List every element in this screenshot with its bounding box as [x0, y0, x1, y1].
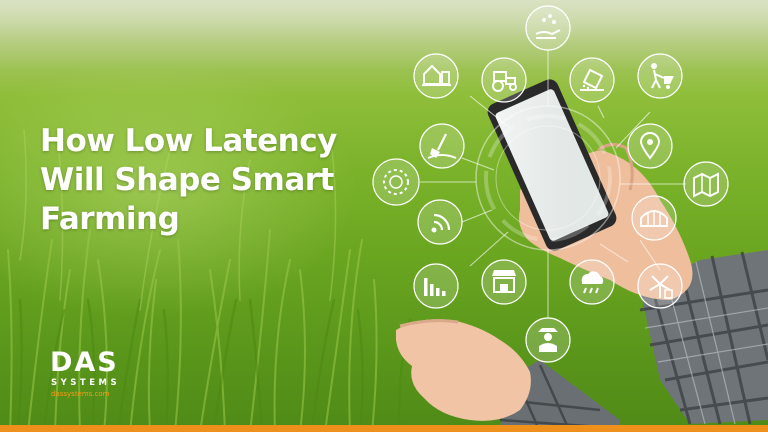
- connector-lines: [420, 50, 686, 318]
- tractor-icon: [481, 57, 527, 103]
- greenhouse-icon: [631, 195, 677, 241]
- windmill-icon: [637, 263, 683, 309]
- map-pin-icon: [627, 123, 673, 169]
- field-map-icon: [683, 161, 729, 207]
- headline-line-2: Will Shape Smart: [40, 162, 334, 198]
- farmer-wheelbarrow-icon: [637, 53, 683, 99]
- rain-cloud-icon: [569, 259, 615, 305]
- logo-wordmark: DAS: [50, 347, 119, 378]
- shovel-icon: [419, 123, 465, 169]
- headline: How Low Latency Will Shape Smart Farming: [40, 122, 380, 239]
- farmhouse-icon: [413, 53, 459, 99]
- headline-line-1: How Low Latency: [40, 123, 337, 159]
- headline-line-3: Farming: [40, 201, 180, 237]
- market-stall-icon: [481, 259, 527, 305]
- logo-url: dassystems.com: [51, 390, 110, 398]
- wifi-icon: [417, 199, 463, 245]
- logo-tagline: SYSTEMS: [51, 378, 121, 388]
- bottom-accent-bar: [0, 425, 768, 432]
- left-finger: [399, 319, 459, 328]
- hand-seedling-icon: [525, 5, 571, 51]
- smartphone: [487, 79, 617, 251]
- bar-chart-icon: [413, 263, 459, 309]
- wreath-icon: [372, 158, 420, 206]
- farmer-icon: [525, 317, 571, 363]
- icon-bubbles: [372, 5, 729, 363]
- right-thumb: [597, 143, 634, 191]
- das-systems-logo[interactable]: DAS SYSTEMS dassystems.com: [50, 349, 150, 405]
- left-hand: [396, 319, 531, 421]
- sky-haze: [0, 0, 768, 70]
- fertilizer-bag-icon: [569, 57, 615, 103]
